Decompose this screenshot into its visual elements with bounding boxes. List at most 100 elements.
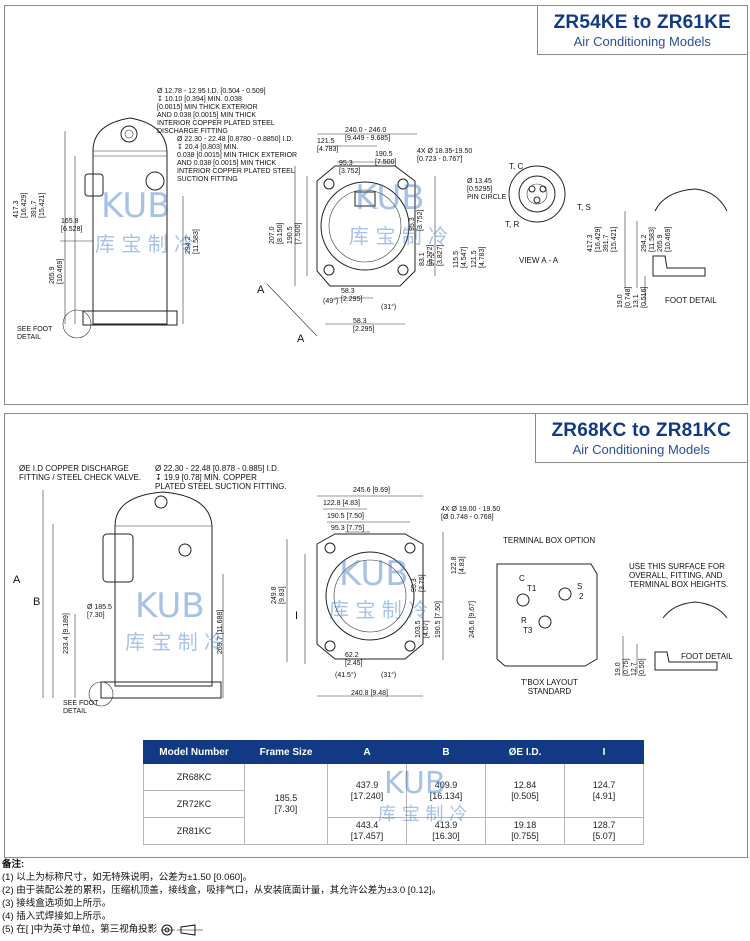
- terminal-s: S: [577, 582, 583, 591]
- dim-r-97: 97.2 [3.827]: [429, 244, 444, 266]
- discharge-fitting-note: ØE I.D COPPER DISCHARGE FITTING / STEEL …: [19, 464, 142, 482]
- panel-subtitle: Air Conditioning Models: [572, 442, 710, 457]
- i-cell: 128.7 [5.07]: [564, 817, 644, 845]
- dim-r-245: 245.6 [9.67]: [469, 601, 476, 638]
- third-angle-projection-icon: [161, 923, 204, 936]
- dim-245: 245.6 [9.69]: [353, 487, 390, 494]
- a-cell: 443.4 [17.457]: [327, 817, 407, 845]
- dim-190: 190.5 [7.500]: [375, 151, 397, 166]
- note-item: (5) 在[ ]中为英寸单位，第三视角投影: [2, 924, 158, 935]
- dim-a-label: A: [13, 574, 21, 586]
- dim-r-115: 115.5 [4.547]: [453, 246, 468, 268]
- surface-note: USE THIS SURFACE FOR OVERALL, FITTING, A…: [629, 562, 729, 589]
- panel-title: ZR68KC to ZR81KC: [551, 420, 731, 441]
- e-cell: 19.18 [0.755]: [485, 817, 565, 845]
- dim-122: 122.8 [4.83]: [323, 500, 360, 507]
- note-item: (3) 接线盒选项如上所示。: [2, 898, 112, 909]
- dim-95: 95.3 [3.752]: [339, 160, 361, 175]
- e-cell: 12.84 [0.505]: [485, 763, 565, 818]
- dim-265: 265.9 [10.469]: [49, 258, 64, 284]
- section-a-top: A: [257, 284, 265, 296]
- dim-r-95: 95.3 [3.752]: [409, 209, 424, 231]
- dim-233: 233.4 [9.189]: [63, 613, 70, 654]
- dim-190-left: 190.5 [7.500]: [287, 222, 302, 244]
- terminal-2: 2: [579, 592, 584, 601]
- model-cell: ZR72KC: [143, 790, 245, 818]
- dim-294: 294.2 [11.583]: [185, 229, 200, 254]
- angle-31: (31°): [381, 304, 397, 311]
- terminal-tr: T, R: [505, 220, 520, 229]
- terminal-ts: T, S: [577, 203, 591, 212]
- note-item: (4) 插入式焊接如上所示。: [2, 911, 112, 922]
- technical-drawing-1: [60, 117, 728, 339]
- foot-dim-13: 13.1 [0.516]: [633, 286, 648, 308]
- dim-height-417: 417.3 [16.429]: [13, 192, 28, 218]
- dim-r-95: 95.3 [3.75]: [411, 574, 426, 592]
- b-cell: 409.9 [16.134]: [406, 763, 486, 818]
- see-foot-detail: SEE FOOT DETAIL: [17, 326, 53, 341]
- col-b: B: [406, 740, 486, 764]
- drawing-panel-zr54ke: ZR54KE to ZR61KE Air Conditioning Models: [4, 5, 748, 405]
- terminal-c: C: [519, 574, 525, 583]
- terminal-t1: T1: [527, 584, 537, 593]
- i-cell: 124.7 [4.91]: [564, 763, 644, 818]
- model-cell: ZR68KC: [143, 763, 245, 791]
- col-frame-size: Frame Size: [244, 740, 328, 764]
- dim-95: 95.3 [7.75]: [331, 525, 365, 532]
- dim-62: 62.2 [2.45]: [345, 652, 363, 667]
- dim-207: 207.0 [8.150]: [269, 222, 284, 244]
- terminal-r: R: [521, 616, 527, 625]
- dim-249: 249.8 [9.83]: [271, 586, 286, 604]
- technical-drawing-2: [42, 490, 728, 707]
- r-dim-417: 417.3 [16.429]: [587, 226, 602, 252]
- hole-spec: 4X Ø 19.00 - 19.50 [Ø 0.748 - 0.768]: [441, 506, 501, 521]
- foot-dim-19: 19.0 [0.75]: [615, 658, 630, 676]
- col-i: I: [564, 740, 644, 764]
- dim-height-391: 391.7 [15.421]: [31, 192, 46, 218]
- table-row: ZR72KC: [143, 790, 644, 818]
- dim-58-a: 58.3 [2.295]: [341, 288, 363, 303]
- a-cell: 437.9 [17.240]: [327, 763, 407, 818]
- see-foot-detail: SEE FOOT DETAIL: [63, 700, 99, 715]
- dim-190: 190.5 [7.50]: [327, 513, 364, 520]
- dim-121: 121.5 [4.783]: [317, 138, 339, 153]
- notes-heading: 备注:: [2, 859, 25, 870]
- dim-58-b: 58.3 [2.295]: [353, 318, 375, 333]
- foot-detail-label: FOOT DETAIL: [665, 296, 717, 305]
- dim-b-label: B: [33, 596, 41, 608]
- foot-detail-label: FOOT DETAIL: [681, 652, 733, 661]
- model-cell: ZR81KC: [143, 817, 245, 845]
- terminal-t3: T3: [523, 626, 533, 635]
- dim-r-122: 122.8 [4.83]: [451, 556, 466, 574]
- section-a-bottom: A: [297, 333, 305, 345]
- panel-subtitle: Air Conditioning Models: [573, 34, 711, 49]
- col-model-number: Model Number: [143, 740, 245, 764]
- table-row: ZR81KC 443.4 [17.457] 413.9 [16.30] 19.1…: [143, 817, 644, 845]
- note-item: (1) 以上为标称尺寸，如无特殊说明，公差为±1.50 [0.060]。: [2, 872, 253, 883]
- foot-dim-19: 19.0 [0.748]: [617, 286, 632, 308]
- b-cell: 413.9 [16.30]: [406, 817, 486, 845]
- col-e-id: ØE I.D.: [485, 740, 565, 764]
- foot-dim-12: 12.7 [0.50]: [631, 658, 646, 676]
- r-dim-265: 265.9 [10.469]: [657, 226, 672, 252]
- diameter-185: Ø 185.5 [7.30]: [87, 604, 112, 619]
- panel-header: ZR68KC to ZR81KC Air Conditioning Models: [534, 414, 747, 463]
- table-row: ZR68KC 185.5 [7.30] 437.9 [17.240] 409.9…: [143, 763, 644, 845]
- pin-circle-dim: Ø 13.45 [0.5295] PIN CIRCLE: [467, 178, 507, 201]
- angle-49: (49°): [323, 298, 339, 305]
- table-header-row: Model Number Frame Size A B ØE I.D. I: [143, 740, 644, 764]
- note-item-projection: (5) 在[ ]中为英寸单位，第三视角投影: [2, 923, 441, 936]
- tbox-layout-caption: T'BOX LAYOUT STANDARD: [521, 678, 578, 696]
- terminal-tc: T, C: [509, 162, 524, 171]
- hole-spec: 4X Ø 18.35-19.50 [0.723 - 0.767]: [417, 148, 473, 163]
- col-a: A: [327, 740, 407, 764]
- suction-fitting-note: Ø 22.30 - 22.48 [0.8780 - 0.8850] I.D. ↧…: [177, 136, 298, 183]
- r-dim-294: 294.2 [11.583]: [641, 227, 656, 252]
- suction-fitting-note: Ø 22.30 - 22.48 [0.878 - 0.885] I.D. ↧ 1…: [155, 464, 287, 491]
- discharge-fitting-note: Ø 12.78 - 12.95 I.D. [0.504 - 0.509] ↧ 1…: [157, 88, 275, 135]
- dim-269: 269.7 [11.688]: [217, 609, 224, 654]
- terminal-box-title: TERMINAL BOX OPTION: [503, 536, 596, 545]
- notes-section: 备注: (1) 以上为标称尺寸，如无特殊说明，公差为±1.50 [0.060]。…: [2, 858, 441, 936]
- dim-165: 165.8 [6.528]: [61, 218, 83, 233]
- view-a-a-label: VIEW A - A: [519, 256, 559, 265]
